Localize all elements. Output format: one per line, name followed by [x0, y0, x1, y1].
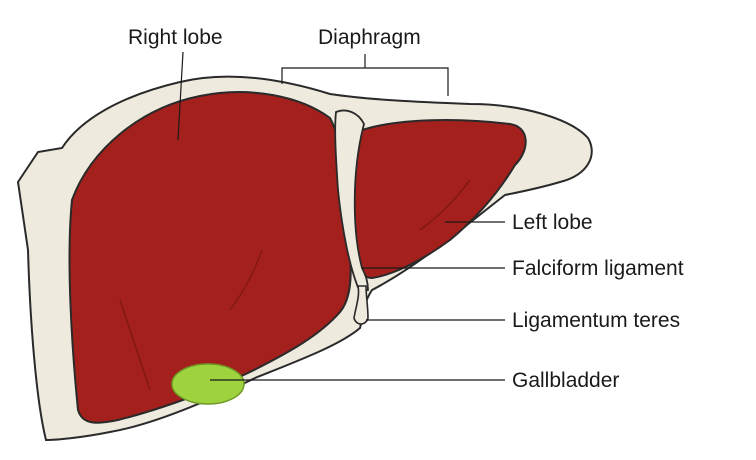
right-lobe-label: Right lobe [128, 26, 223, 49]
liver-shading [119, 179, 471, 391]
gallbladder-shape [171, 363, 245, 405]
left-lobe-label: Left lobe [512, 211, 593, 234]
gallbladder-label: Gallbladder [512, 369, 619, 392]
diaphragm-bracket [281, 54, 449, 96]
right-lobe-shape [68, 91, 352, 424]
right-lobe-leader [177, 51, 184, 141]
diaphragm-label: Diaphragm [318, 26, 421, 49]
ligamentum-teres-label: Ligamentum teres [512, 309, 680, 332]
ligamentum-teres-shape [353, 285, 369, 325]
falciform-ligament-label: Falciform ligament [512, 257, 684, 280]
falciform-ligament-shape [334, 109, 369, 294]
